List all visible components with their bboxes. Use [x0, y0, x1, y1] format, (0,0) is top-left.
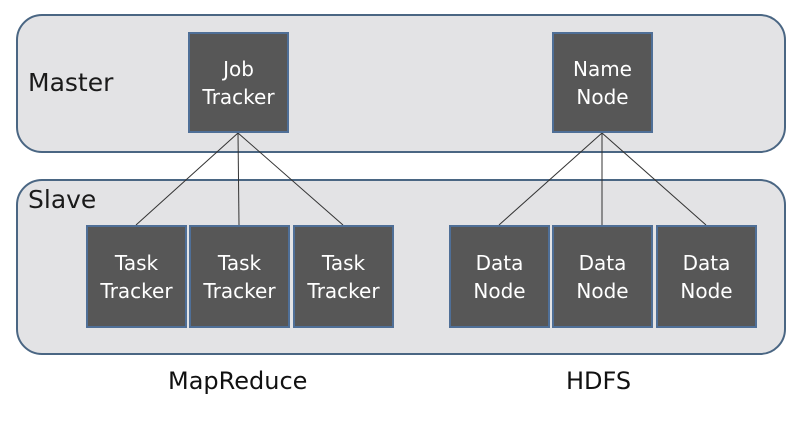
job-tracker-line-2: Tracker [202, 84, 275, 109]
task-tracker-2-line-2: Tracker [203, 278, 276, 303]
data-node-1-line-1: Data [475, 250, 524, 275]
task-tracker-1-line-2: Tracker [100, 278, 173, 303]
data-node-3-line-2: Node [680, 278, 733, 303]
data-node-1-line-2: Node [473, 278, 526, 303]
master-tier-label: Master [28, 68, 114, 97]
job-tracker-line-1: Job [223, 56, 254, 81]
task-tracker-node-1: Task Tracker [86, 225, 187, 328]
data-node-2: Data Node [552, 225, 653, 328]
data-node-1: Data Node [449, 225, 550, 328]
task-tracker-3-line-2: Tracker [307, 278, 380, 303]
task-tracker-node-3: Task Tracker [293, 225, 394, 328]
slave-tier-label: Slave [28, 185, 97, 214]
data-node-3-line-1: Data [682, 250, 731, 275]
task-tracker-1-line-1: Task [114, 250, 159, 275]
task-tracker-3-line-1: Task [321, 250, 366, 275]
data-node-3: Data Node [656, 225, 757, 328]
job-tracker-node: Job Tracker [188, 32, 289, 133]
hdfs-caption: HDFS [566, 367, 632, 395]
name-node-line-1: Name [572, 56, 632, 81]
name-node-node: Name Node [552, 32, 653, 133]
task-tracker-2-line-1: Task [217, 250, 262, 275]
master-tier-panel [16, 14, 786, 153]
task-tracker-node-2: Task Tracker [189, 225, 290, 328]
name-node-line-2: Node [576, 84, 629, 109]
data-node-2-line-2: Node [576, 278, 629, 303]
mapreduce-caption: MapReduce [168, 367, 308, 395]
data-node-2-line-1: Data [578, 250, 627, 275]
